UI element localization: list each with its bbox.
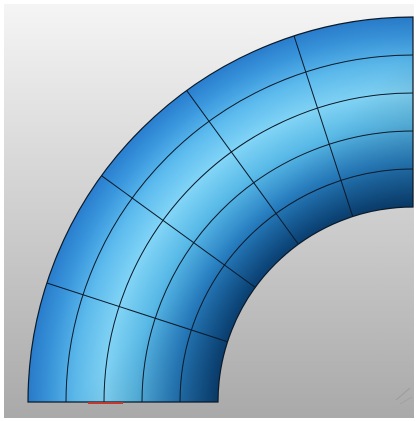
mesh-arc-line xyxy=(179,168,413,402)
mesh-arc-line xyxy=(65,54,413,402)
mesh-radial-line xyxy=(101,175,256,288)
mesh-arc-line xyxy=(141,130,413,402)
mesh-radial-line xyxy=(46,282,228,343)
elbow-mesh-grid xyxy=(46,35,413,402)
elbow-outline xyxy=(27,16,414,403)
mesh-radial-line xyxy=(186,90,299,245)
mesh-radial-line xyxy=(293,35,354,217)
mesh-arc-line xyxy=(103,92,413,402)
pipe-elbow-model[interactable] xyxy=(27,16,414,404)
axis-triad-icon xyxy=(395,387,413,405)
elbow-shading xyxy=(28,17,413,402)
